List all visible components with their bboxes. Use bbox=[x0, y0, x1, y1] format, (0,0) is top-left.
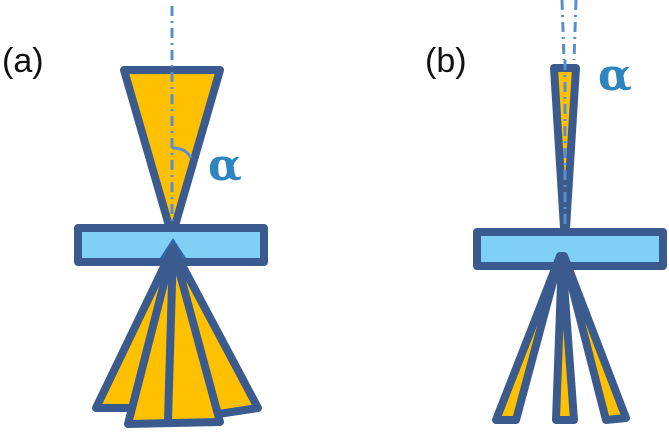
panel-a: (a) α bbox=[2, 6, 268, 428]
panel-b-label: (b) bbox=[425, 42, 467, 80]
panel-b-alpha-symbol: α bbox=[598, 50, 632, 101]
panel-a-label: (a) bbox=[2, 42, 44, 80]
panel-b-outgoing-cone-right bbox=[560, 252, 630, 424]
panel-b-outgoing-cone-left bbox=[492, 252, 564, 424]
panel-a-angle-arc bbox=[171, 146, 193, 159]
panel-a-alpha-symbol: α bbox=[208, 140, 242, 191]
panel-b-optical-axis-top-2 bbox=[572, 0, 578, 61]
panel-b: (b) α bbox=[425, 0, 667, 424]
panel-a-outgoing-edge bbox=[164, 246, 177, 424]
panel-b-outgoing-cone-center bbox=[552, 252, 578, 424]
panel-b-optical-axis-top bbox=[560, 0, 566, 61]
